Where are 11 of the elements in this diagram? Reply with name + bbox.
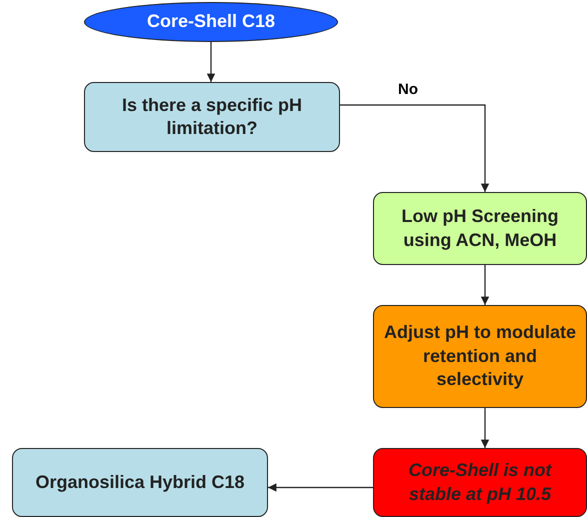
arrow [206, 42, 216, 82]
decision-box: Is there a specific pH limitation? [84, 82, 340, 152]
result-box: Organosilica Hybrid C18 [12, 448, 268, 517]
arrow [268, 483, 373, 492]
arrow [480, 408, 490, 448]
arrow [480, 265, 490, 305]
arrow [340, 104, 490, 192]
start-ellipse: Core-Shell C18 [84, 2, 338, 42]
warning-box: Core-Shell is not stable at pH 10.5 [373, 448, 587, 517]
process-box: Adjust pH to modulate retention and selectivity [373, 305, 587, 408]
process-box: Low pH Screening using ACN, MeOH [373, 192, 587, 265]
